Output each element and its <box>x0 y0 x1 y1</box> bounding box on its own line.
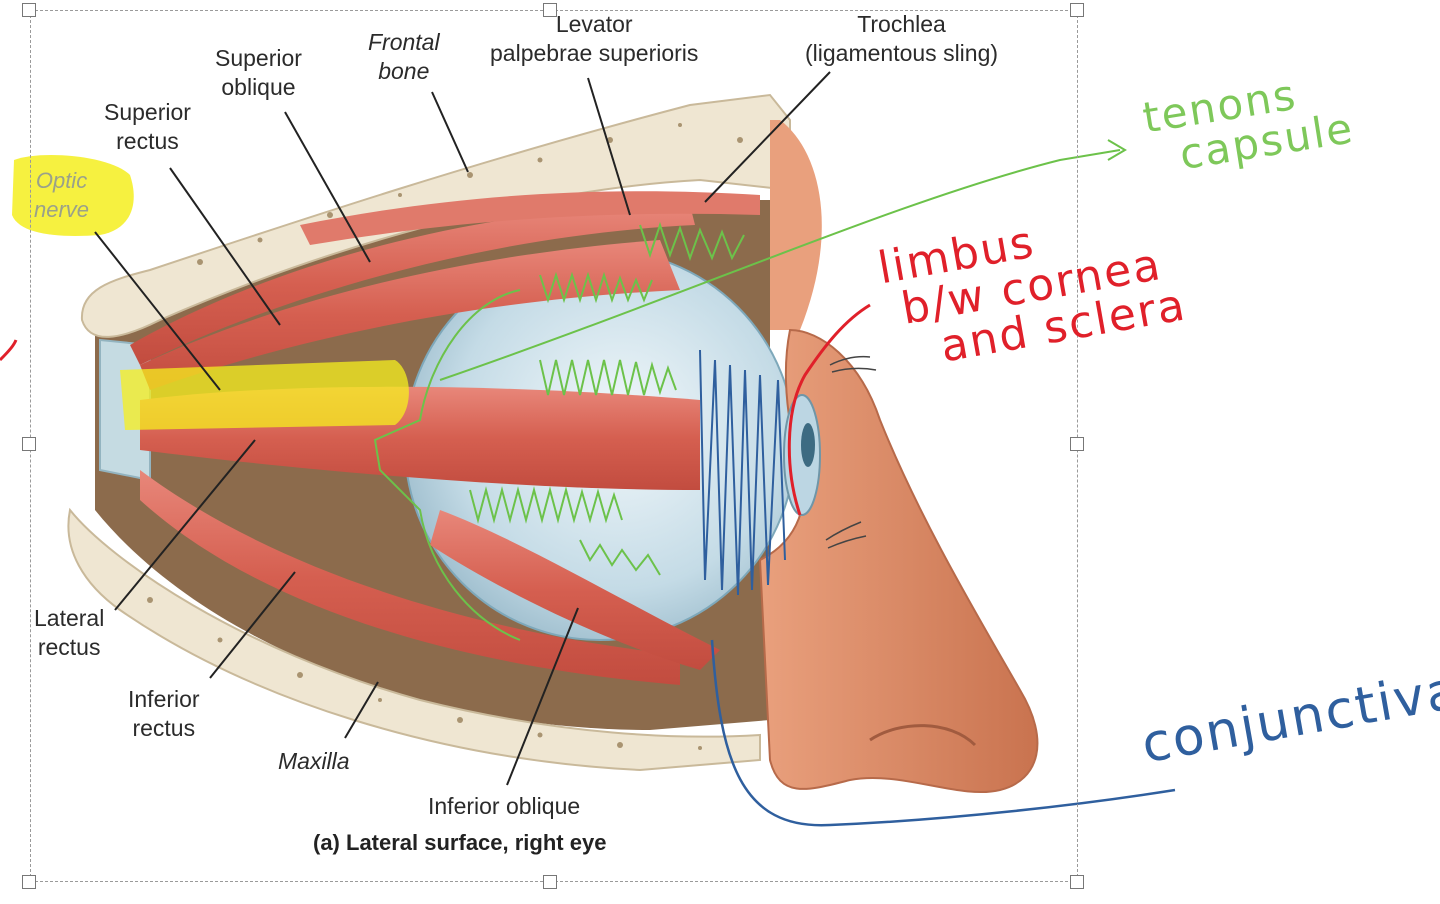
left-edge-red-mark <box>0 339 18 362</box>
resize-handle-top-center[interactable] <box>543 3 557 17</box>
conjunctiva-sketch <box>699 349 786 596</box>
conjunctiva-pointer <box>710 639 1176 827</box>
label-superior-oblique: Superior oblique <box>215 45 302 100</box>
resize-handle-middle-right[interactable] <box>1070 437 1084 451</box>
resize-handle-bottom-right[interactable] <box>1070 875 1084 889</box>
label-inferior-oblique: Inferior oblique <box>428 793 581 819</box>
resize-handle-top-left[interactable] <box>22 3 36 17</box>
figure-caption: (a) Lateral surface, right eye <box>313 830 607 855</box>
label-inferior-rectus: Inferior rectus <box>128 686 200 741</box>
eyelashes <box>825 355 877 549</box>
label-levator: Levator palpebrae superioris <box>490 11 699 66</box>
label-maxilla: Maxilla <box>278 748 350 774</box>
label-lateral-rectus: Lateral rectus <box>34 605 105 660</box>
optic-label-highlight <box>12 155 134 236</box>
resize-handle-middle-left[interactable] <box>22 437 36 451</box>
label-trochlea: Trochlea (ligamentous sling) <box>805 11 999 66</box>
bone-speckles <box>147 123 743 750</box>
label-optic-nerve: Optic nerve <box>34 168 90 222</box>
inferior-rectus-muscle <box>140 470 680 685</box>
nostril <box>869 724 977 747</box>
label-superior-rectus: Superior rectus <box>104 99 191 154</box>
tenons-sketch <box>373 139 1127 641</box>
leader-lines <box>94 71 831 786</box>
resize-handle-top-right[interactable] <box>1070 3 1084 17</box>
levator-muscle <box>300 191 760 245</box>
resize-handle-bottom-center[interactable] <box>543 875 557 889</box>
superior-rectus-muscle <box>140 240 680 390</box>
inferior-oblique-muscle <box>430 510 720 670</box>
upper-eyelid <box>770 120 822 330</box>
limbus-pointer <box>787 303 871 516</box>
optic-nerve-highlight <box>120 360 409 430</box>
superior-oblique-muscle <box>130 205 695 365</box>
label-frontal-bone: Frontal bone <box>368 29 440 84</box>
resize-handle-bottom-left[interactable] <box>22 875 36 889</box>
iris <box>801 423 815 467</box>
